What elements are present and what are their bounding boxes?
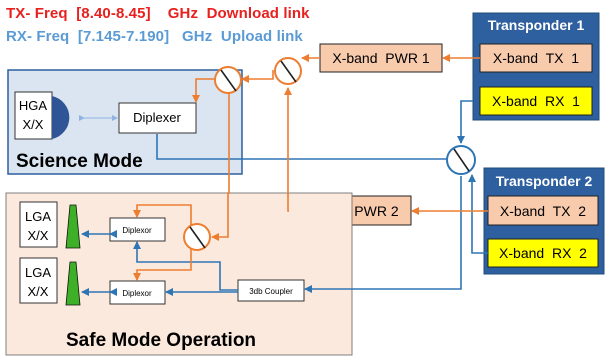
science-mode-panel: HGA X/X Diplexer Science Mode: [7, 69, 243, 175]
hga-label: HGA: [19, 98, 48, 113]
rf-switch-2: [274, 57, 302, 85]
coupler-3db-label: 3db Coupler: [249, 287, 293, 296]
tx-freq-label: TX- Freq: [6, 5, 68, 22]
hga-dish-icon: [52, 96, 70, 139]
transponder-2-title: Transponder 2: [496, 173, 593, 189]
x-band-pwr-1-box: [319, 43, 443, 73]
x-band-tx-1-box: [479, 43, 593, 73]
safe-diplexor-2-label: Diplexor: [122, 289, 152, 298]
switch1-to-switch-safe-line: [211, 93, 230, 241]
rx-freq-desc: Upload link: [220, 28, 303, 45]
tx-frequency-line: TX- Freq [8.40-8.45] GHz Download link: [6, 5, 310, 22]
lga-1-band: X/X: [28, 228, 49, 243]
rx-freq-unit: GHz: [182, 28, 213, 45]
switch-to-coupler-line: [304, 176, 462, 293]
lga-2-label: LGA: [25, 265, 51, 280]
switch2-to-switch1-line: [241, 70, 274, 83]
lga-2-box: [19, 257, 58, 304]
x-band-tx-1-label: X-band TX 1: [493, 50, 579, 66]
switch-to-science-line: [156, 134, 447, 160]
rx1-to-switch-line: [457, 100, 473, 144]
tx-freq-range: [8.40-8.45]: [76, 5, 151, 22]
x-band-tx-2-label: X-band TX 2: [500, 203, 586, 219]
rx-freq-range: [7.145-7.190]: [77, 28, 170, 45]
lga-1-box: [19, 201, 58, 248]
lga-2-antenna-icon: [65, 261, 81, 306]
lga-2-band: X/X: [28, 284, 49, 299]
tx-signal-lines: [133, 54, 488, 281]
x-band-rx-1-label: X-band RX 1: [492, 93, 580, 109]
transponder-2: Transponder 2 X-band TX 2 X-band RX 2: [483, 167, 605, 275]
hga-band: X/X: [23, 117, 44, 132]
science-mode-title: Science Mode: [16, 151, 143, 172]
lga-1-label: LGA: [25, 209, 51, 224]
safe-mode-title: Safe Mode Operation: [66, 330, 256, 351]
safe-diplexor-1-label: Diplexor: [122, 226, 152, 235]
switch1-to-science-line: [192, 78, 214, 103]
switch-safe-to-diplexor1-line: [133, 204, 192, 225]
tx-freq-desc: Download link: [206, 5, 310, 22]
transponder-1-title: Transponder 1: [488, 17, 585, 33]
rx2-to-switch-line: [468, 174, 488, 254]
x-band-rx-1-box: [479, 86, 593, 116]
tx-freq-unit: GHz: [167, 5, 199, 22]
rx-signal-lines: [81, 100, 488, 296]
pwr2-to-switch2-line: [284, 87, 292, 212]
x-band-tx-2-box: [487, 195, 599, 226]
x-band-rx-2-label: X-band RX 2: [499, 245, 587, 261]
rx-frequency-line: RX- Freq [7.145-7.190] GHz Upload link: [6, 28, 303, 45]
rf-switch-rx: [446, 145, 476, 175]
science-diplexer-box: [118, 102, 197, 134]
x-band-rx-2-box: [487, 238, 599, 268]
rx-freq-label: RX- Freq: [6, 28, 70, 45]
switch-safe-to-diplexor2-line: [133, 249, 192, 281]
rf-switch-safe: [183, 223, 211, 251]
rf-switch-1: [214, 66, 242, 94]
transponder-1: Transponder 1 X-band TX 1 X-band RX 1: [472, 12, 600, 121]
x-band-pwr-1-label: X-band PWR 1: [332, 50, 429, 66]
safe-mode-panel: LGA X/X LGA X/X Diplexor Diplexor 3db Co…: [5, 192, 353, 356]
coupler-to-diplexor1-line: [133, 241, 238, 291]
lga-1-antenna-icon: [65, 204, 81, 249]
science-diplexer-label: Diplexer: [133, 110, 181, 125]
